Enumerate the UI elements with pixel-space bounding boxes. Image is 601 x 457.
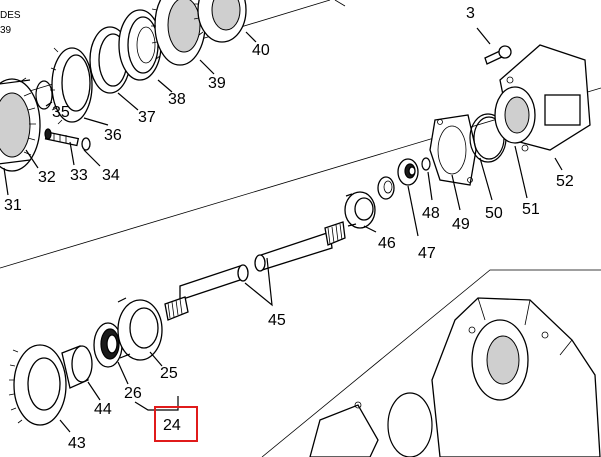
leader-lines-lower-left: [59, 351, 179, 433]
gear-31-32-icon: [0, 77, 41, 172]
case-oring-icon: [387, 392, 433, 457]
bearing-46-icon: [344, 191, 376, 229]
part-label-45: 45: [268, 312, 286, 329]
part-label-33: 33: [70, 167, 88, 184]
part-label-50: 50: [485, 205, 503, 222]
part-label-3: 3: [466, 5, 475, 22]
leader-lines-upper-left: [3, 31, 257, 196]
transmission-case-icon: [431, 297, 601, 457]
highlight-box: [154, 406, 198, 442]
header-fragment-2: 39: [0, 25, 12, 36]
header-fragment-1: DES: [0, 10, 21, 21]
case-gasket-icon: [309, 401, 379, 457]
part-label-25: 25: [160, 365, 178, 382]
splined-shaft-end-icon: [164, 296, 189, 321]
part-label-48: 48: [422, 205, 440, 222]
washer-49-icon: [421, 157, 431, 171]
bearing-48-icon: [397, 158, 419, 186]
part-label-37: 37: [138, 109, 156, 126]
part-label-36: 36: [104, 127, 122, 144]
gasket-50-icon: [429, 114, 477, 186]
part-label-51: 51: [522, 201, 540, 218]
cover-52-icon: [494, 44, 591, 152]
part-label-31: 31: [4, 197, 22, 214]
bearing-race-25-icon: [117, 297, 163, 361]
needle-bearing-26-icon: [93, 322, 123, 368]
part-number-labels: DES 39 3 40 39 38 37 36 35 34 33 32 31 5…: [0, 5, 574, 452]
part-label-39: 39: [208, 75, 226, 92]
bolt-33-34-icon: [44, 128, 91, 151]
part-label-46: 46: [378, 235, 396, 252]
part-label-35: 35: [52, 104, 70, 121]
part-label-34: 34: [102, 167, 120, 184]
spacer-44-icon: [61, 345, 93, 389]
gear-40-icon: [193, 0, 247, 43]
part-label-26: 26: [124, 385, 142, 402]
gear-43-icon: [8, 344, 67, 426]
bolt-3-icon: [476, 27, 512, 65]
part-label-43: 43: [68, 435, 86, 452]
part-label-32: 32: [38, 169, 56, 186]
leader-lines-middle: [244, 145, 563, 307]
part-label-44: 44: [94, 401, 112, 418]
snap-ring-35-icon: [35, 80, 53, 110]
sleeve-38-icon: [118, 9, 162, 81]
part-label-49: 49: [452, 216, 470, 233]
part-label-38: 38: [168, 91, 186, 108]
race-47-icon: [377, 176, 395, 200]
part-label-40: 40: [252, 42, 270, 59]
part-label-24-highlighted: 24: [163, 417, 181, 434]
part-label-47: 47: [418, 245, 436, 262]
synchro-ring-36-icon: [50, 47, 93, 125]
input-shaft-45-icon: [179, 221, 346, 301]
part-label-52: 52: [556, 173, 574, 190]
